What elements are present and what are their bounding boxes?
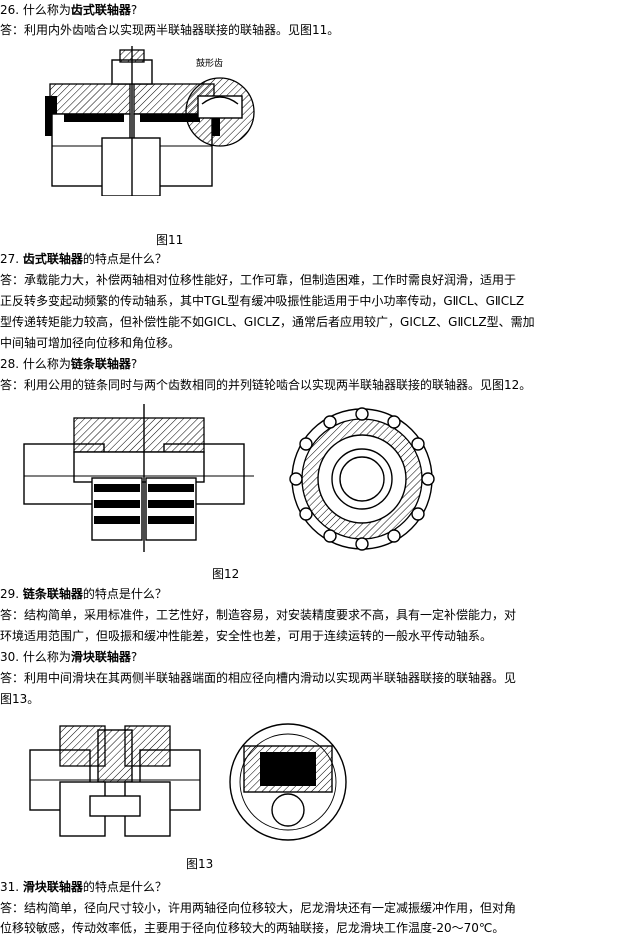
question-prefix: 31. xyxy=(0,880,23,894)
figure-13-caption: 图13 xyxy=(186,857,214,871)
question-term: 链条联轴器 xyxy=(70,357,131,371)
answer-31-line-1: 答：结构简单，径向尺寸较小，许用两轴径向位移较大，尼龙滑块还有一定减振缓冲作用，… xyxy=(0,901,517,915)
crowned-tooth-drawing xyxy=(185,77,255,147)
question-31: 31. 滑块联轴器的特点是什么？ xyxy=(0,877,636,897)
detail-label: 鼓形齿 xyxy=(196,59,224,69)
question-28: 28. 什么称为链条联轴器? xyxy=(0,354,636,374)
question-26: 26. 什么称为齿式联轴器? xyxy=(0,0,636,20)
question-term: 滑块联轴器 xyxy=(22,880,83,894)
answer-28-line-1: 答：利用公用的链条同时与两个齿数相同的并列链轮啮合以实现两半联轴器联接的联轴器。… xyxy=(0,378,532,392)
figure-11-caption: 图11 xyxy=(156,233,184,247)
question-suffix: ? xyxy=(130,357,138,371)
question-suffix: ? xyxy=(130,3,138,17)
answer-26-line-1: 答：利用内外齿啮合以实现两半联轴器联接的联轴器。见图11。 xyxy=(0,23,340,37)
question-suffix: 的特点是什么？ xyxy=(82,880,167,894)
question-term: 齿式联轴器 xyxy=(22,252,83,266)
question-prefix: 29. xyxy=(0,587,23,601)
question-30: 30. 什么称为滑块联轴器? xyxy=(0,647,636,667)
question-prefix: 28. 什么称为 xyxy=(0,357,71,371)
question-prefix: 30. 什么称为 xyxy=(0,650,71,664)
figure-13-slider-coupling-front xyxy=(228,712,348,852)
question-27: 27. 齿式联轴器的特点是什么？ xyxy=(0,249,636,269)
question-suffix: ? xyxy=(130,650,138,664)
question-prefix: 26. 什么称为 xyxy=(0,3,71,17)
chain-coupling-side-drawing xyxy=(23,404,254,552)
slider-coupling-front-drawing xyxy=(229,723,347,841)
question-suffix: 的特点是什么？ xyxy=(82,252,167,266)
question-suffix: 的特点是什么？ xyxy=(82,587,167,601)
question-term: 齿式联轴器 xyxy=(70,3,131,17)
answer-30-line-1: 答：利用中间滑块在其两侧半联轴器端面的相应径向槽内滑动以实现两半联轴器联接的联轴… xyxy=(0,671,517,685)
figure-12-caption: 图12 xyxy=(212,567,240,581)
answer-29-line-2: 环境适用范围广，但吸振和缓冲性能差，安全性也差，可用于连续运转的一般水平传动轴系… xyxy=(0,629,493,643)
question-term: 滑块联轴器 xyxy=(70,650,131,664)
figure-13-slider-coupling-side xyxy=(20,716,210,846)
figure-11-crowned-tooth-detail xyxy=(180,50,260,160)
figure-12-chain-coupling-front xyxy=(284,404,444,554)
question-29: 29. 链条联轴器的特点是什么？ xyxy=(0,584,636,604)
chain-coupling-front-drawing xyxy=(289,407,435,551)
answer-29-line-1: 答：结构简单，采用标准件，工艺性好，制造容易，对安装精度要求不高，具有一定补偿能… xyxy=(0,608,517,622)
answer-27-line-4: 中间轴可增加径向位移和角位移。 xyxy=(0,336,181,350)
answer-27-line-1: 答：承载能力大，补偿两轴相对位移性能好，工作可靠，但制造困难，工作时需良好润滑，… xyxy=(0,273,517,287)
question-term: 链条联轴器 xyxy=(22,587,83,601)
answer-27-line-3: 型传递转矩能力较高，但补偿性能不如GICL、GICLZ，通常后者应用较广，GIC… xyxy=(0,315,535,329)
question-prefix: 27. xyxy=(0,252,23,266)
answer-31-line-2: 位移较敏感，传动效率低，主要用于径向位移较大的两轴联接，尼龙滑块工作温度-20～… xyxy=(0,921,505,935)
answer-30-line-2: 图13。 xyxy=(0,692,40,706)
slider-coupling-side-drawing xyxy=(29,725,201,837)
figure-12-chain-coupling-side xyxy=(14,404,264,554)
answer-27-line-2: 正反转多变起动频繁的传动轴系，其中TGL型有缓冲吸振性能适用于中小功率传动，GⅡ… xyxy=(0,294,525,308)
